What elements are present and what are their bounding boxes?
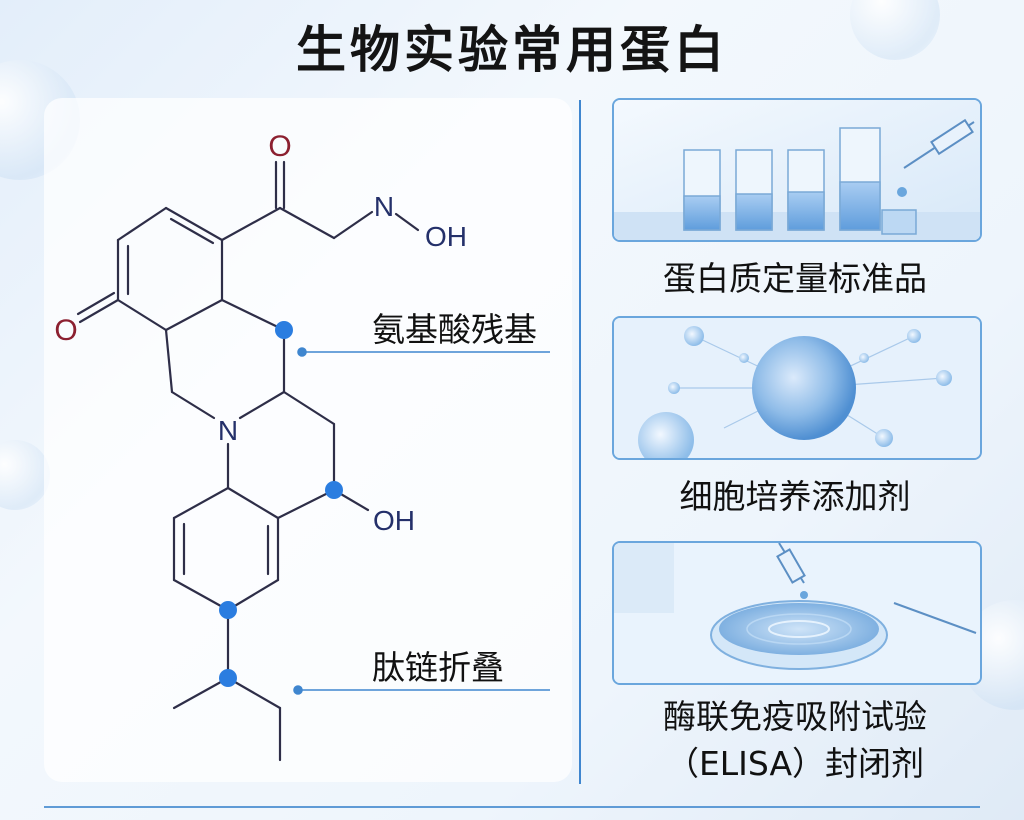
highlight-dot xyxy=(219,669,237,687)
bond xyxy=(220,298,286,332)
bond xyxy=(226,486,280,520)
bond xyxy=(282,390,336,426)
atom-nitrogen: N xyxy=(374,191,394,222)
bond xyxy=(394,212,420,232)
bond xyxy=(276,488,336,520)
bond xyxy=(226,578,280,612)
test-tubes-image xyxy=(612,98,982,242)
caption-elisa-line1: 酶联免疫吸附试验 xyxy=(663,697,927,736)
bond xyxy=(172,578,230,612)
cell-image xyxy=(612,316,982,460)
caption-elisa-line2: （ELISA）封闭剂 xyxy=(665,744,925,783)
bond xyxy=(238,390,286,420)
bottom-divider xyxy=(44,806,980,808)
atom-hydroxyl: OH xyxy=(425,221,467,252)
highlight-dot xyxy=(275,321,293,339)
molecule-structure: O O N OH N OH xyxy=(54,130,550,762)
molecule-panel xyxy=(44,98,572,782)
bond xyxy=(169,217,215,245)
callout-dot xyxy=(293,685,303,695)
divider xyxy=(579,100,581,784)
bond xyxy=(170,390,216,420)
caption-cell-culture: 细胞培养添加剂 xyxy=(679,477,911,516)
callout-dot xyxy=(297,347,307,357)
atom-hydroxyl: OH xyxy=(373,505,415,536)
bond xyxy=(172,676,230,710)
petri-dish-image xyxy=(612,541,982,685)
highlight-dot xyxy=(219,601,237,619)
atom-nitrogen: N xyxy=(218,415,238,446)
atom-oxygen: O xyxy=(268,130,291,163)
bond xyxy=(226,676,282,710)
bond xyxy=(164,206,224,242)
bond xyxy=(332,210,374,240)
bond xyxy=(116,206,168,242)
bond xyxy=(278,206,336,240)
atom-oxygen: O xyxy=(54,314,77,347)
highlight-dot xyxy=(325,481,343,499)
bond xyxy=(116,298,168,332)
bond xyxy=(172,486,230,520)
bond xyxy=(76,291,116,316)
bond xyxy=(164,328,174,394)
label-peptide-folding: 肽链折叠 xyxy=(372,648,504,687)
caption-protein-standard: 蛋白质定量标准品 xyxy=(663,259,927,298)
bond xyxy=(164,298,224,332)
label-amino-acid-residue: 氨基酸残基 xyxy=(372,310,537,349)
bond xyxy=(78,298,120,324)
bond xyxy=(220,206,282,242)
page-title: 生物实验常用蛋白 xyxy=(296,21,728,79)
